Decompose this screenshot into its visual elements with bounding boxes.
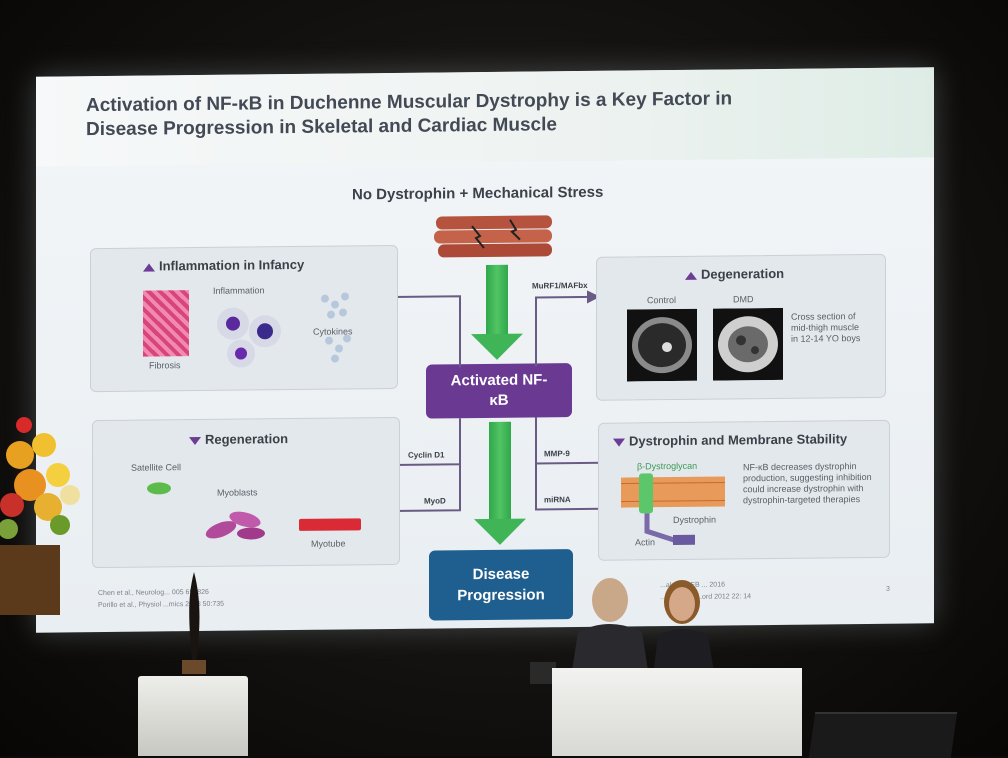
regeneration-title-text: Regeneration — [205, 431, 289, 447]
page-number: 3 — [886, 585, 890, 593]
murf1-label: MuRF1/MAFbx — [532, 280, 588, 291]
trophy-statue — [182, 572, 206, 674]
inflammation-title: Inflammation in Infancy — [143, 257, 304, 274]
dmd-label: DMD — [733, 294, 754, 305]
arrow-up-icon — [685, 271, 697, 280]
cyclin-label: Cyclin D1 — [408, 450, 445, 460]
degeneration-note: Cross section of mid-thigh muscle in 12-… — [791, 311, 861, 344]
satellite-cell-label: Satellite Cell — [131, 462, 182, 473]
cytokines-icon — [321, 292, 351, 363]
regeneration-title: Regeneration — [189, 431, 288, 447]
flower-arrangement — [0, 417, 80, 615]
myod-label: MyoD — [424, 496, 446, 506]
mri-dmd-image — [713, 307, 783, 381]
myoblasts-icon — [205, 511, 265, 540]
inflammation-label: Inflammation — [213, 285, 265, 296]
regeneration-box: Regeneration Satellite Cell Myoblasts My… — [92, 416, 400, 569]
mri-control-image — [627, 308, 697, 382]
dystrophin-label: Dystrophin — [673, 514, 717, 526]
mmp9-label: MMP-9 — [544, 449, 570, 459]
fibrosis-label: Fibrosis — [149, 360, 181, 371]
panel-table — [552, 668, 802, 756]
myoblasts-label: Myoblasts — [217, 487, 258, 498]
control-label: Control — [647, 294, 677, 306]
dystrophin-title-text: Dystrophin and Membrane Stability — [629, 431, 848, 449]
immune-cells-icon — [217, 307, 281, 368]
inflammation-box: Inflammation in Infancy Fibrosis Inflamm… — [90, 244, 398, 393]
b-dystroglycan-label: β-Dystroglycan — [637, 460, 698, 472]
dystrophin-note: NF-κB decreases dystrophin production, s… — [743, 461, 872, 506]
degeneration-box: Degeneration Control DMD Cross section o… — [596, 253, 886, 401]
degeneration-title-text: Degeneration — [701, 265, 785, 282]
arrow-down-icon — [613, 438, 625, 447]
arrow-up-icon — [143, 263, 155, 272]
stage-monitor — [808, 712, 958, 758]
projection-screen: Activation of NF-κB in Duchenne Muscular… — [36, 67, 934, 633]
fibrosis-tissue-image — [143, 290, 189, 357]
myotube-image — [299, 518, 361, 531]
dystrophin-box: Dystrophin and Membrane Stability β-Dyst… — [598, 419, 890, 561]
myotube-label: Myotube — [311, 538, 346, 549]
side-table — [138, 676, 248, 756]
actin-label: Actin — [635, 537, 656, 548]
muscle-fiber-icon — [434, 215, 552, 258]
membrane-diagram — [621, 473, 725, 546]
inflammation-title-text: Inflammation in Infancy — [159, 256, 305, 274]
satellite-cell-image — [147, 482, 171, 495]
cytokines-label: Cytokines — [313, 326, 353, 337]
mirna-label: miRNA — [544, 495, 571, 505]
dystrophin-title: Dystrophin and Membrane Stability — [613, 431, 847, 448]
arrow-down-icon — [189, 436, 201, 445]
degeneration-title: Degeneration — [685, 266, 784, 282]
